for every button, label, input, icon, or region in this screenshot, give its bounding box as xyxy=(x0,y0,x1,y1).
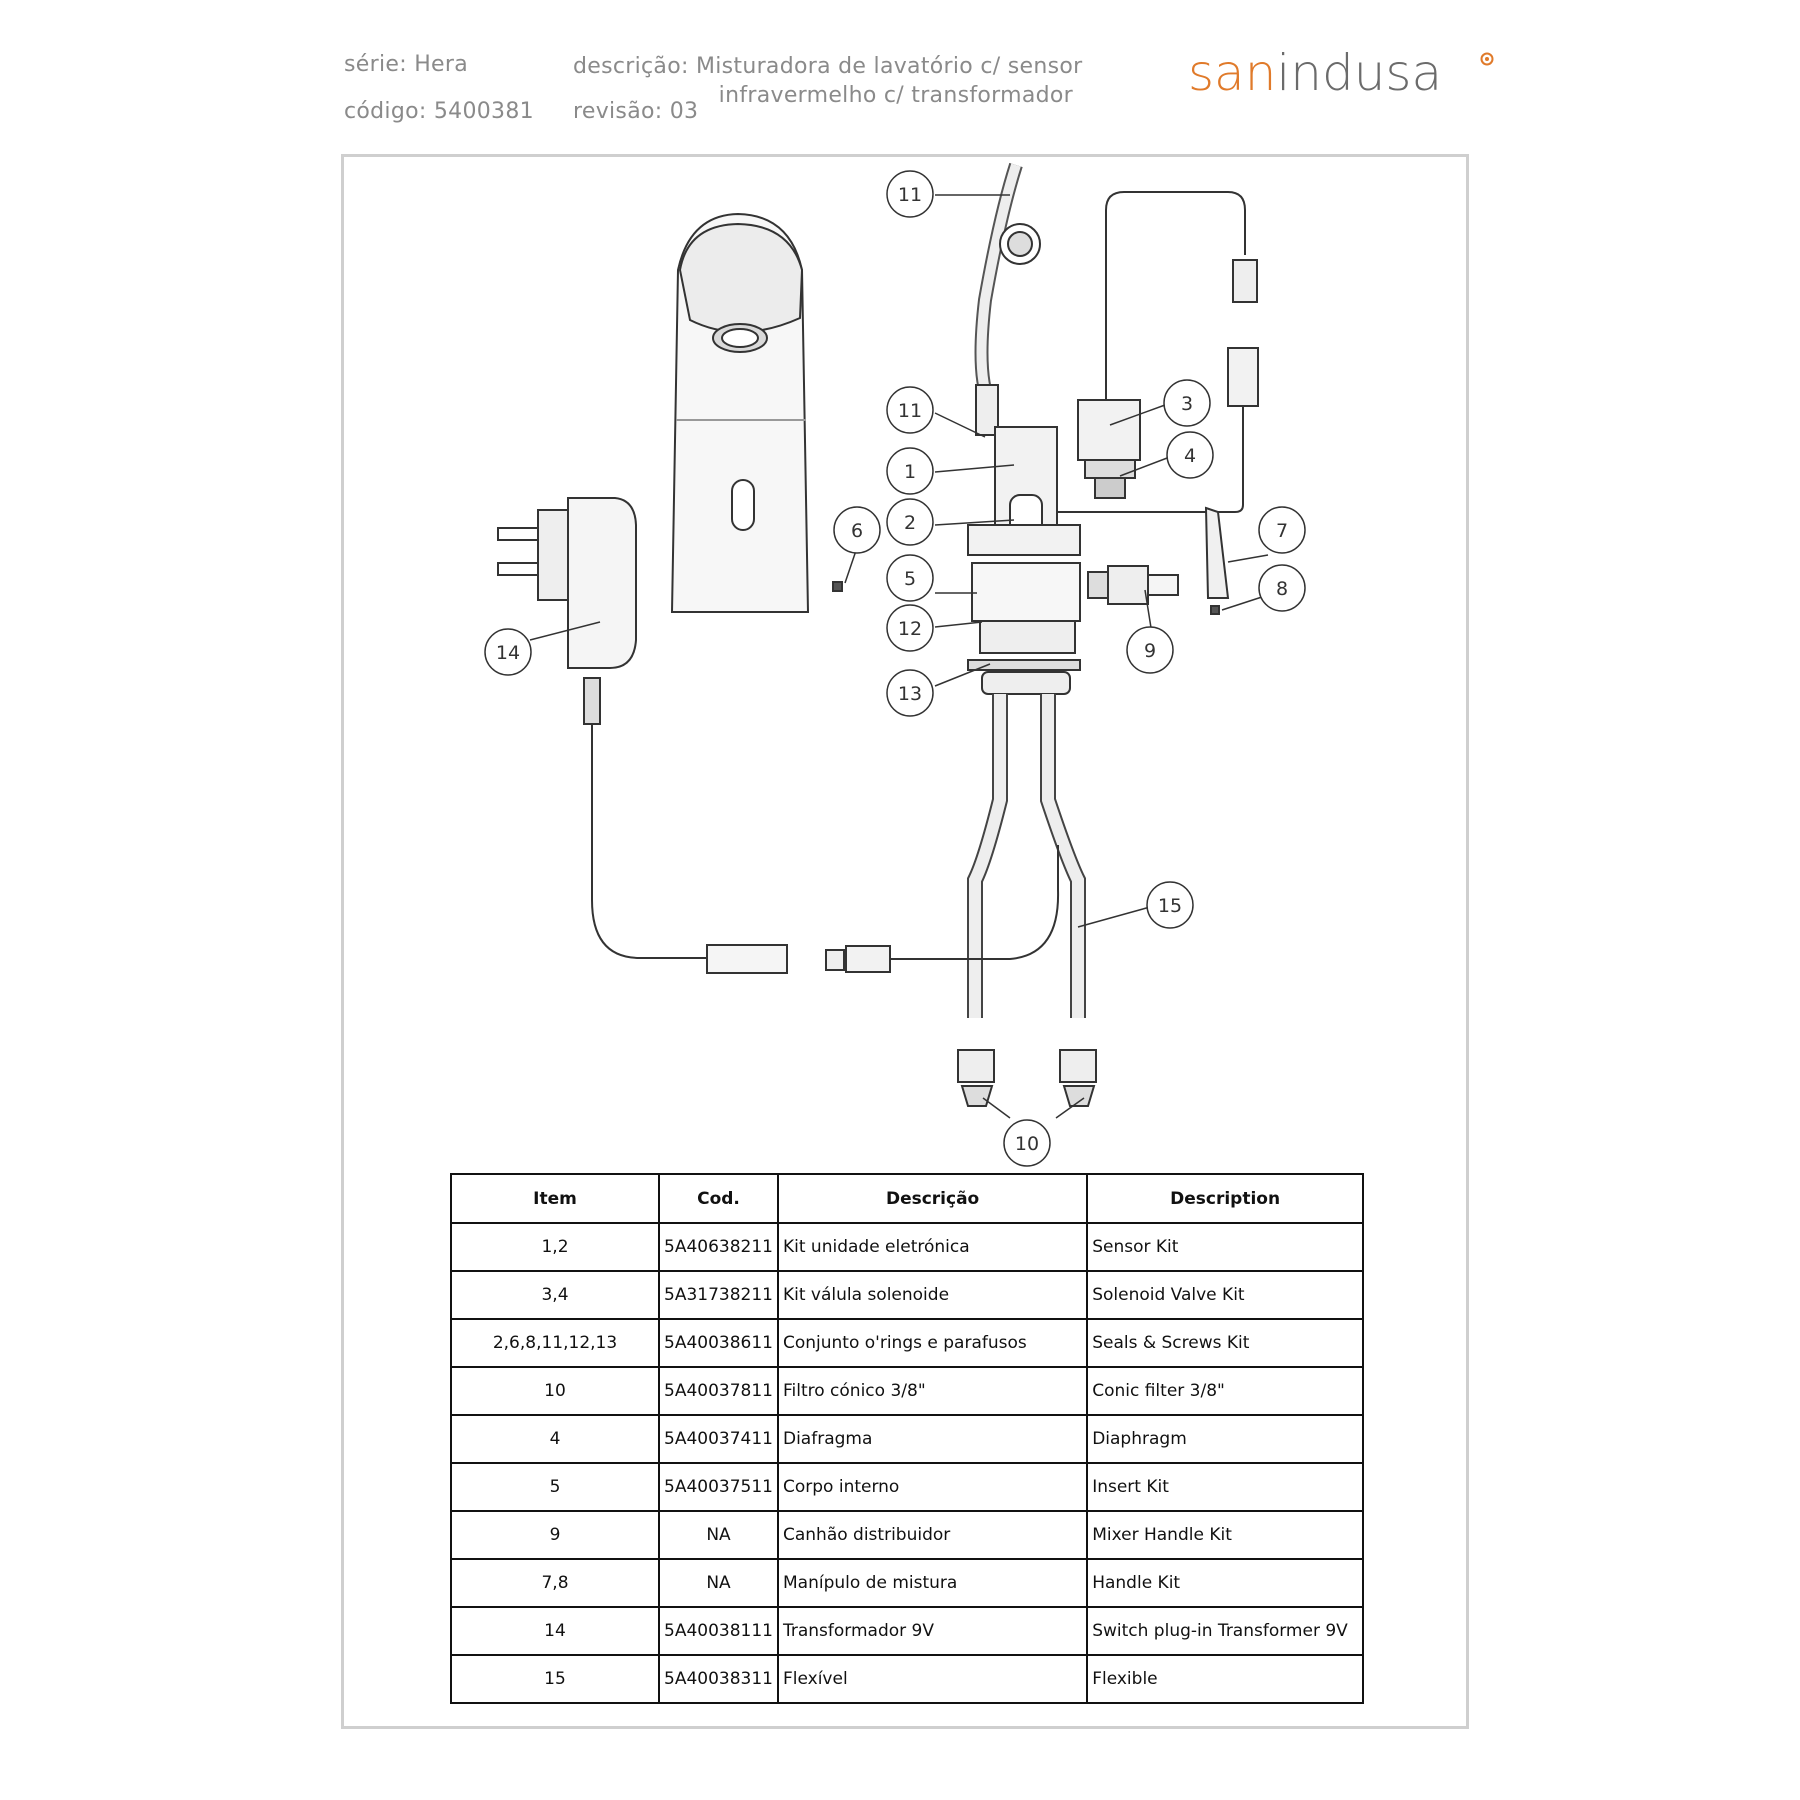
callout-11-top: 11 xyxy=(898,184,922,206)
cell-cod: NA xyxy=(658,1510,779,1560)
table-header-row: Item Cod. Descrição Description xyxy=(450,1173,1364,1224)
drawing-frame xyxy=(341,154,1469,1729)
flex-hoses xyxy=(957,694,1097,1107)
cell-cod: 5A40037811 xyxy=(658,1366,779,1416)
logo-part-san: san xyxy=(1188,44,1277,102)
descricao-line1: descrição: Misturadora de lavatório c/ s… xyxy=(573,54,1083,79)
table-row: 4 5A40037411 Diafragma Diaphragm xyxy=(450,1414,1364,1464)
callout-10: 10 xyxy=(1015,1133,1039,1155)
cell-item: 3,4 xyxy=(450,1270,660,1320)
cell-descricao: Corpo interno xyxy=(776,1462,1089,1512)
callout-8: 8 xyxy=(1276,578,1288,600)
cell-item: 15 xyxy=(450,1654,660,1704)
header-item: Item xyxy=(450,1173,660,1224)
table-row: 1,2 5A40638211 Kit unidade eletrónica Se… xyxy=(450,1222,1364,1272)
callout-7: 7 xyxy=(1276,520,1288,542)
cell-description: Handle Kit xyxy=(1086,1558,1364,1608)
insert-body xyxy=(967,524,1081,695)
parts-table: Item Cod. Descrição Description 1,2 5A40… xyxy=(450,1173,1364,1704)
cell-description: Diaphragm xyxy=(1086,1414,1364,1464)
logo-part-indusa: indusa xyxy=(1276,44,1443,102)
cell-item: 2,6,8,11,12,13 xyxy=(450,1318,660,1368)
table-row: 15 5A40038311 Flexível Flexible xyxy=(450,1654,1364,1704)
cell-description: Solenoid Valve Kit xyxy=(1086,1270,1364,1320)
table-row: 14 5A40038111 Transformador 9V Switch pl… xyxy=(450,1606,1364,1656)
cell-description: Switch plug-in Transformer 9V xyxy=(1086,1606,1364,1656)
callout-11: 11 xyxy=(898,400,922,422)
cell-descricao: Canhão distribuidor xyxy=(776,1510,1089,1560)
cell-item: 1,2 xyxy=(450,1222,660,1272)
callout-3: 3 xyxy=(1181,393,1193,415)
callout-1: 1 xyxy=(904,461,916,483)
cell-cod: 5A40038611 xyxy=(658,1318,779,1368)
descricao-label: descrição: Misturadora de lavatório c/ s… xyxy=(573,52,1082,110)
cell-description: Conic filter 3/8" xyxy=(1086,1366,1364,1416)
callout-5: 5 xyxy=(904,568,916,590)
cell-descricao: Manípulo de mistura xyxy=(776,1558,1089,1608)
cell-cod: 5A40037411 xyxy=(658,1414,779,1464)
callout-13: 13 xyxy=(898,683,922,705)
table-row: 2,6,8,11,12,13 5A40038611 Conjunto o'rin… xyxy=(450,1318,1364,1368)
solenoid-valve xyxy=(1058,191,1259,513)
codigo-label: código: 5400381 xyxy=(344,99,534,124)
cell-descricao: Diafragma xyxy=(776,1414,1089,1464)
cell-item: 9 xyxy=(450,1510,660,1560)
cell-descricao: Conjunto o'rings e parafusos xyxy=(776,1318,1089,1368)
mixer-handle xyxy=(1204,506,1230,615)
callout-9: 9 xyxy=(1144,640,1156,662)
cell-cod: 5A31738211 xyxy=(658,1270,779,1320)
callout-12: 12 xyxy=(898,618,922,640)
cell-cod: 5A40037511 xyxy=(658,1462,779,1512)
table-row: 10 5A40037811 Filtro cónico 3/8" Conic f… xyxy=(450,1366,1364,1416)
cell-item: 14 xyxy=(450,1606,660,1656)
cell-description: Seals & Screws Kit xyxy=(1086,1318,1364,1368)
callout-15: 15 xyxy=(1158,895,1182,917)
callout-14: 14 xyxy=(496,642,520,664)
cell-cod: 5A40638211 xyxy=(658,1222,779,1272)
cell-description: Flexible xyxy=(1086,1654,1364,1704)
cell-descricao: Kit unidade eletrónica xyxy=(776,1222,1089,1272)
cell-descricao: Transformador 9V xyxy=(776,1606,1089,1656)
sanindusa-logo: sanindusa xyxy=(1188,44,1442,102)
callout-2: 2 xyxy=(904,512,916,534)
logo-mark-icon xyxy=(1480,52,1494,66)
cell-description: Mixer Handle Kit xyxy=(1086,1510,1364,1560)
screw-6 xyxy=(832,581,843,592)
descricao-line2: infravermelho c/ transformador xyxy=(718,83,1073,108)
header-description: Description xyxy=(1086,1173,1364,1224)
cell-cod: 5A40038311 xyxy=(658,1654,779,1704)
faucet-body xyxy=(670,212,810,613)
header-descricao: Descrição xyxy=(776,1173,1089,1224)
cell-descricao: Kit válula solenoide xyxy=(776,1270,1089,1320)
hose-top xyxy=(974,162,1041,436)
callout-leaders xyxy=(529,194,1269,1119)
table-row: 5 5A40037511 Corpo interno Insert Kit xyxy=(450,1462,1364,1512)
callout-circles xyxy=(484,170,1306,1167)
cell-description: Insert Kit xyxy=(1086,1462,1364,1512)
callout-numbers: 11 11 1 2 3 4 5 6 7 8 9 10 12 13 14 15 xyxy=(496,184,1288,1155)
table-row: 3,4 5A31738211 Kit válula solenoide Sole… xyxy=(450,1270,1364,1320)
cell-item: 4 xyxy=(450,1414,660,1464)
cell-cod: NA xyxy=(658,1558,779,1608)
cell-item: 7,8 xyxy=(450,1558,660,1608)
cell-descricao: Flexível xyxy=(776,1654,1089,1704)
table-row: 7,8 NA Manípulo de mistura Handle Kit xyxy=(450,1558,1364,1608)
header-cod: Cod. xyxy=(658,1173,779,1224)
mixer-cartridge xyxy=(1087,565,1179,605)
cell-description: Sensor Kit xyxy=(1086,1222,1364,1272)
callout-6: 6 xyxy=(851,520,863,542)
cell-cod: 5A40038111 xyxy=(658,1606,779,1656)
revisao-label: revisão: 03 xyxy=(573,99,699,124)
table-row: 9 NA Canhão distribuidor Mixer Handle Ki… xyxy=(450,1510,1364,1560)
cell-item: 10 xyxy=(450,1366,660,1416)
serie-label: série: Hera xyxy=(344,52,468,77)
cell-descricao: Filtro cónico 3/8" xyxy=(776,1366,1089,1416)
callout-4: 4 xyxy=(1184,445,1196,467)
cell-item: 5 xyxy=(450,1462,660,1512)
